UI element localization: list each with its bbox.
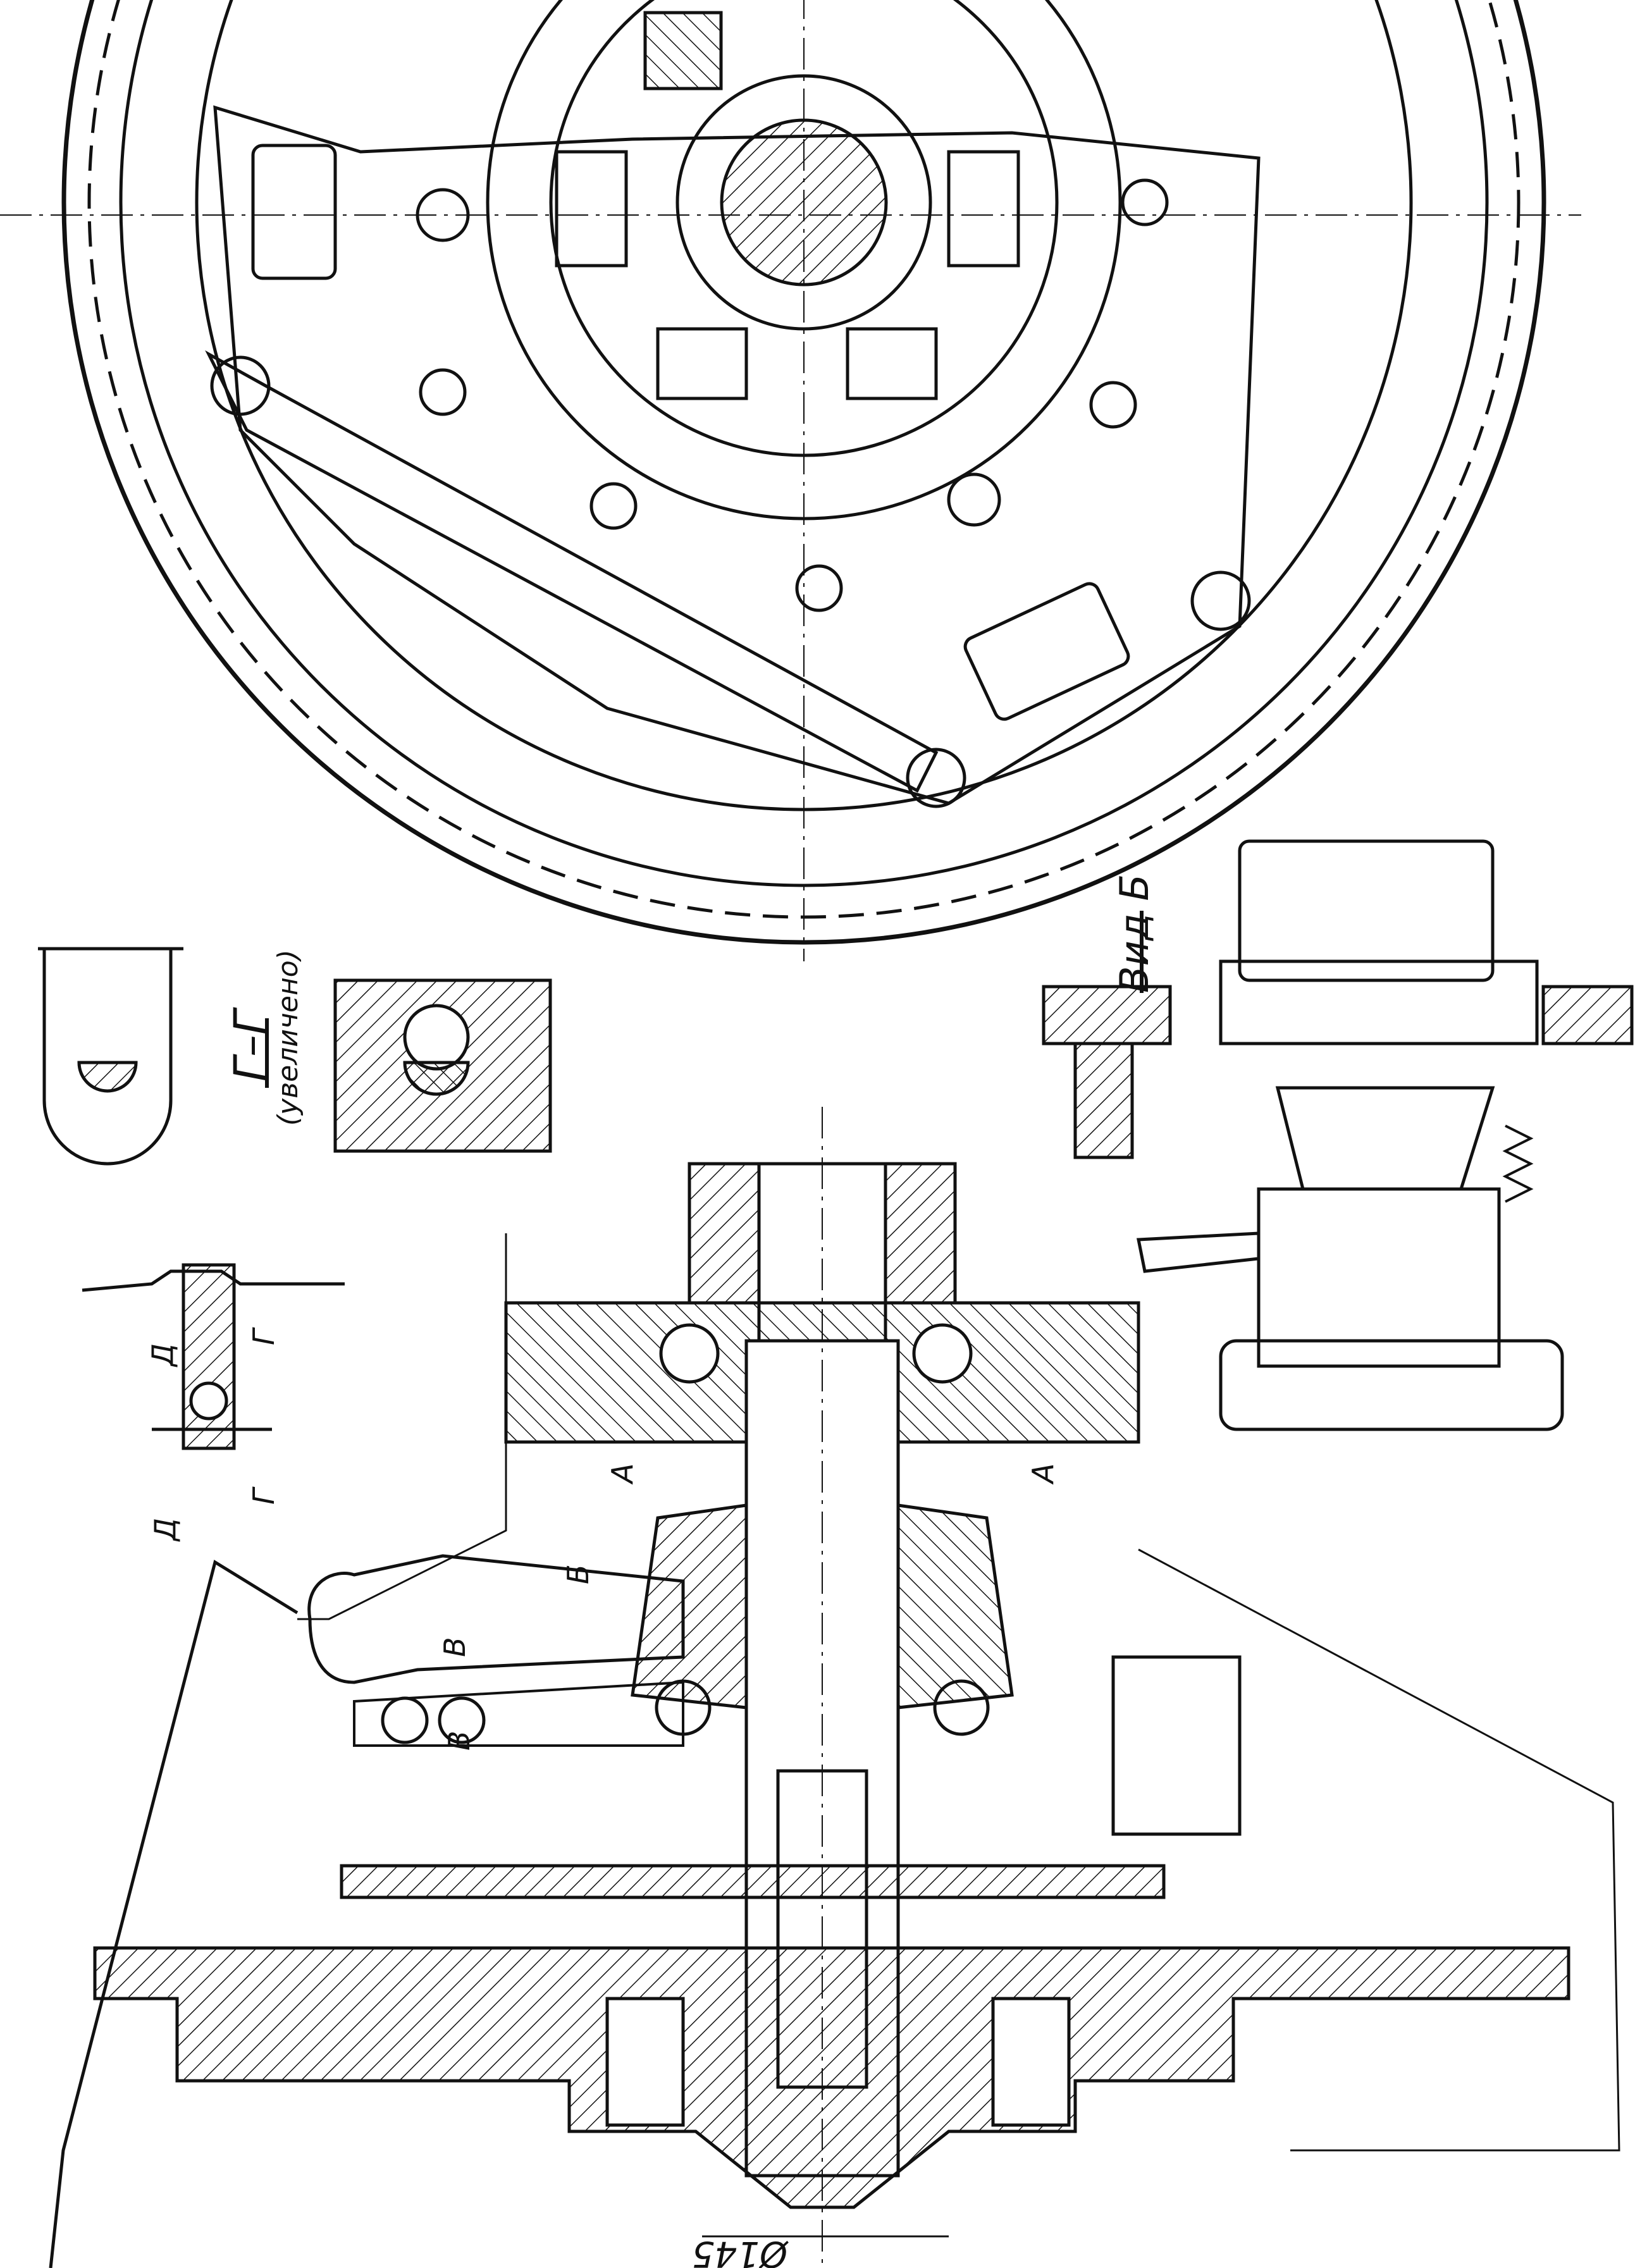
section-mark-g-bottom: Г xyxy=(247,1486,281,1505)
detail-pin xyxy=(82,1263,345,1450)
detail-section-g-g xyxy=(38,947,552,1166)
section-mark-a-left: А xyxy=(605,1464,639,1485)
section-mark-v-top: В xyxy=(438,1637,472,1657)
section-mark-b: Б xyxy=(561,1564,595,1584)
section-mark-d-bottom: Д xyxy=(148,1518,182,1542)
section-g-g-note: (увеличено) xyxy=(272,949,304,1126)
section-mark-g-top: Г xyxy=(247,1327,281,1345)
diameter-dimension: Ø145 xyxy=(692,2233,789,2268)
view-b-release-bearing xyxy=(1042,839,1634,1431)
view-b-label: Вид Б xyxy=(1111,874,1157,993)
section-mark-a-right: А xyxy=(1026,1464,1060,1485)
clutch-cross-section xyxy=(49,1107,1620,2268)
clutch-front-view xyxy=(0,0,1581,961)
section-mark-d-top: Д xyxy=(145,1343,180,1367)
section-mark-v-bottom: В xyxy=(442,1730,476,1751)
